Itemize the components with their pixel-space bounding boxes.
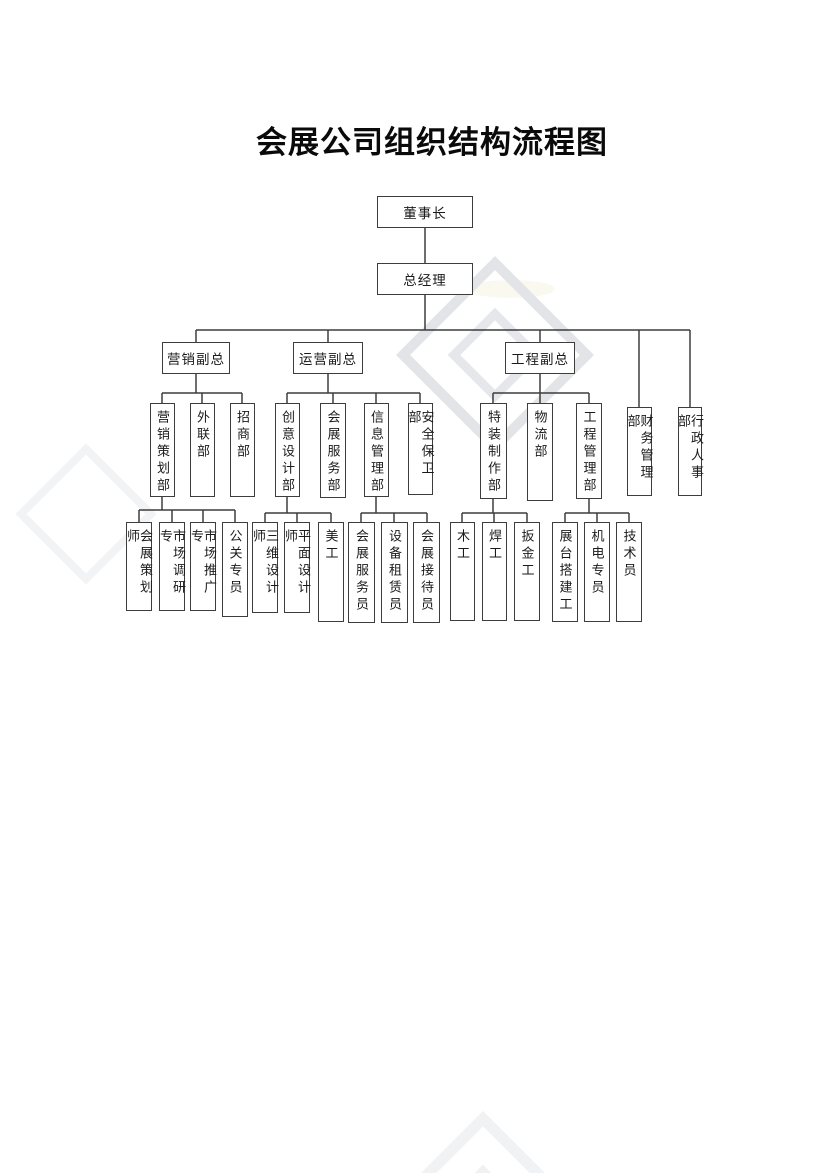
node-label: 会展策划师	[125, 529, 153, 597]
watermark-bottom	[381, 1110, 585, 1173]
node-label: 三维设计师	[251, 529, 279, 597]
node-label: 招商部	[235, 410, 250, 461]
node-label: 特装制作部	[486, 410, 501, 495]
node-label: 财务管理部	[625, 414, 654, 482]
org-node-staff-reception: 会展接待员	[413, 522, 440, 623]
node-label: 工程副总	[511, 352, 569, 367]
node-label: 焊工	[487, 529, 502, 563]
org-node-dept-finance-mgmt: 财务管理部	[625, 407, 654, 496]
org-node-staff-artist: 美工	[318, 522, 344, 622]
node-label: 平面设计师	[283, 529, 311, 597]
org-node-dept-info-mgmt: 信息管理部	[364, 403, 389, 497]
org-node-general-manager: 总经理	[377, 263, 473, 295]
node-label: 信息管理部	[369, 410, 384, 495]
org-node-vp-marketing: 营销副总	[162, 342, 230, 374]
node-label: 美工	[323, 529, 339, 563]
node-label: 工程管理部	[581, 410, 597, 495]
node-label: 机电专员	[589, 529, 605, 597]
node-label: 会展接待员	[419, 529, 434, 614]
node-label: 技术员	[621, 529, 637, 580]
org-node-staff-booth-builder: 展台搭建工	[552, 522, 578, 622]
node-label: 设备租赁员	[387, 529, 402, 614]
org-node-vp-engineering: 工程副总	[505, 342, 575, 374]
org-node-dept-security: 安全保卫部	[406, 403, 435, 495]
org-node-staff-pr-specialist: 公关专员	[222, 522, 248, 617]
org-node-staff-equipment-rental: 设备租赁员	[381, 522, 408, 623]
node-label: 运营副总	[299, 352, 357, 367]
node-label: 营销副总	[167, 352, 225, 367]
node-label: 外联部	[195, 410, 210, 461]
node-label: 安全保卫部	[406, 410, 435, 478]
node-label: 展台搭建工	[557, 529, 573, 614]
org-node-dept-special-production: 特装制作部	[480, 403, 507, 499]
org-node-dept-external-liaison: 外联部	[190, 403, 215, 497]
org-node-staff-exhibition-planner: 会展策划师	[125, 522, 153, 611]
org-node-staff-market-promotion: 市场推广专	[189, 522, 217, 611]
org-node-dept-exhibition-service: 会展服务部	[320, 403, 346, 498]
org-node-dept-admin-hr: 行政人事部	[676, 407, 704, 496]
org-node-staff-technician: 技术员	[616, 522, 642, 622]
node-label: 物流部	[532, 410, 548, 461]
org-node-dept-creative-design: 创意设计部	[275, 403, 300, 497]
node-label: 市场调研专	[158, 529, 186, 597]
watermark-left	[15, 443, 157, 585]
org-node-staff-carpenter: 木工	[450, 522, 475, 621]
node-label: 扳金工	[519, 529, 535, 580]
node-label: 公关专员	[227, 529, 243, 597]
org-node-vp-operations: 运营副总	[293, 342, 363, 374]
page-title: 会展公司组织结构流程图	[256, 125, 608, 160]
org-node-dept-logistics: 物流部	[527, 403, 553, 501]
node-label: 总经理	[403, 273, 447, 288]
node-label: 创意设计部	[280, 410, 295, 495]
org-node-dept-investment: 招商部	[230, 403, 255, 497]
org-node-staff-graphic-designer: 平面设计师	[283, 522, 311, 613]
org-node-staff-welder: 焊工	[482, 522, 507, 621]
node-label: 董事长	[403, 206, 447, 221]
node-label: 木工	[455, 529, 470, 563]
node-label: 营销策划部	[155, 410, 170, 495]
org-node-staff-market-research: 市场调研专	[158, 522, 186, 611]
org-node-dept-marketing-planning: 营销策划部	[150, 403, 175, 497]
org-node-staff-sheet-metal: 扳金工	[514, 522, 540, 621]
node-label: 行政人事部	[676, 414, 704, 482]
node-label: 会展服务部	[325, 410, 341, 495]
org-node-staff-3d-designer: 三维设计师	[251, 522, 279, 613]
node-label: 市场推广专	[189, 529, 217, 597]
org-node-dept-engineering-mgmt: 工程管理部	[576, 403, 602, 499]
org-node-staff-exhibition-attendant: 会展服务员	[348, 522, 375, 623]
org-node-staff-mech-elec-specialist: 机电专员	[584, 522, 610, 622]
watermark-center	[396, 256, 594, 454]
org-node-chairman: 董事长	[377, 196, 473, 228]
node-label: 会展服务员	[354, 529, 369, 614]
